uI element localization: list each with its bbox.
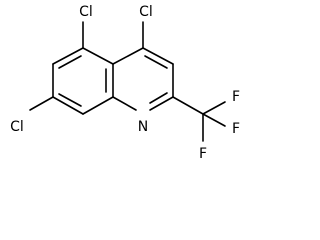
- fluorine-top-label: F: [232, 89, 240, 105]
- bond-c7-c8: [52, 96, 84, 115]
- bond-c5-c6: [52, 47, 84, 65]
- bond-c4a-c4: [112, 47, 144, 65]
- chlorine-7-label: Cl: [10, 119, 24, 135]
- bond-c5-c6-inner: [58, 55, 82, 69]
- bond-c4a-c5: [82, 47, 114, 65]
- fluorine-right-label: F: [232, 121, 240, 137]
- bond-c2-n1: [149, 96, 174, 111]
- chlorine-5-label: Cl: [79, 4, 93, 20]
- structure-canvas: Cl Cl Cl N F F F: [10, 4, 241, 162]
- fluorine-bottom-label: F: [199, 146, 207, 162]
- bond-c4-c3-inner: [144, 55, 168, 69]
- bond-n1-c8a: [112, 96, 137, 111]
- bond-c8-c8a: [82, 96, 114, 115]
- nitrogen-1-label: N: [138, 119, 148, 135]
- quinoline-structure-diagram: Cl Cl Cl N F F F: [10, 4, 240, 162]
- bond-c2-cf3: [172, 96, 204, 115]
- bond-c7-cl: [29, 96, 54, 111]
- bond-cf3-f-top: [202, 101, 226, 115]
- bond-c7-c8-inner: [58, 93, 82, 107]
- bond-cf3-f-right: [202, 113, 226, 127]
- bond-c2-n1-inner: [149, 92, 168, 104]
- chlorine-4-label: Cl: [139, 4, 153, 20]
- bond-c4-c3: [142, 47, 174, 65]
